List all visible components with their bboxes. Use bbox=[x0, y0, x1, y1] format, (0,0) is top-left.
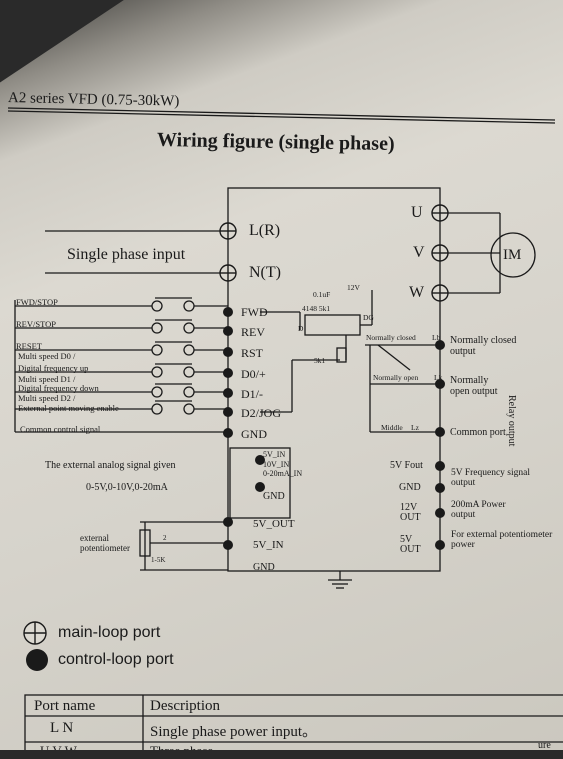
input-label: Single phase input bbox=[67, 246, 186, 263]
power12-desc: 200mA Power output bbox=[451, 500, 506, 520]
signal-label: Multi speed D2 / bbox=[18, 393, 76, 403]
analog-range: 0-5V,0-10V,0-20mA bbox=[86, 482, 168, 493]
motor-label: IM bbox=[503, 247, 522, 263]
terminal-label: REV bbox=[241, 325, 265, 339]
legend-main: main-loop port bbox=[58, 624, 161, 641]
signal-label: RESET bbox=[16, 341, 42, 351]
relay-d-label: D bbox=[298, 324, 304, 333]
relay-nc-label: Normally closed bbox=[366, 333, 416, 342]
signal-label: FWD/STOP bbox=[16, 297, 58, 307]
control-loop-ports bbox=[26, 307, 445, 671]
table-cell: Single phase power input。 bbox=[150, 724, 318, 740]
terminal-label: RST bbox=[241, 346, 264, 360]
freq-desc: 5V Frequency signal output bbox=[451, 468, 530, 488]
relay-mid-label: Middle bbox=[381, 423, 403, 432]
w-port-label: W bbox=[409, 284, 425, 301]
relay-lb-label: Lb bbox=[432, 333, 441, 342]
signal-label: REV/STOP bbox=[16, 319, 56, 329]
power5-desc: For external potentiometer power bbox=[451, 530, 553, 550]
signal-label: Digital frequency up bbox=[18, 363, 89, 373]
relay-dg-label: DG bbox=[363, 313, 374, 322]
page-header-title: A2 series VFD (0.75-30kW) bbox=[7, 90, 180, 110]
relay-r-label: 5k1 bbox=[314, 356, 326, 365]
header-rule bbox=[7, 107, 556, 121]
signal-label: Common control signal bbox=[20, 424, 101, 434]
relay-lk-label: Lk bbox=[434, 373, 443, 382]
power5-term: 5V OUT bbox=[400, 534, 421, 555]
pot-label: external potentiometer bbox=[80, 533, 130, 553]
relay-12v-label: 12V bbox=[347, 283, 360, 292]
signal-label: Multi speed D0 / bbox=[18, 351, 76, 361]
n-port-label: N(T) bbox=[249, 264, 281, 281]
switch-contacts bbox=[151, 297, 195, 415]
port-table-frame bbox=[24, 694, 563, 750]
terminal-label: D0/+ bbox=[241, 367, 266, 381]
motor-circle bbox=[490, 232, 536, 278]
table-header: Port name bbox=[34, 698, 96, 714]
relay-diode-label: 4148 5k1 bbox=[302, 304, 331, 313]
signal-label: Digital frequency down bbox=[18, 383, 99, 393]
terminal-label: FWD bbox=[241, 305, 268, 319]
table-cell: U V W bbox=[40, 743, 77, 758]
analog-in2: 10V_IN bbox=[263, 460, 290, 469]
main-loop-ports bbox=[23, 204, 449, 645]
signal-label: External point moving enable bbox=[18, 403, 119, 413]
freq-term: 5V Fout bbox=[390, 460, 423, 471]
terminal-label: D2/JOG bbox=[241, 406, 282, 420]
pot-pin: 2 bbox=[163, 534, 167, 542]
analog-title: The external analog signal given bbox=[45, 460, 176, 471]
analog-in3: 0-20mA_IN bbox=[263, 469, 303, 478]
terminal-label: D1/- bbox=[241, 387, 263, 401]
table-cell: Three phase... bbox=[150, 743, 223, 758]
figure-title: Wiring figure (single phase) bbox=[156, 128, 395, 156]
table-cell: L N bbox=[50, 720, 74, 736]
v-port-label: V bbox=[413, 244, 425, 261]
analog-in1: 5V_IN bbox=[263, 450, 286, 459]
l-port-label: L(R) bbox=[249, 222, 281, 239]
nc-output-label: Normally closed output bbox=[450, 335, 517, 357]
page-corner-text: ure bbox=[538, 740, 551, 751]
relay-no-label: Normally open bbox=[373, 373, 419, 382]
legend-control: control-loop port bbox=[58, 651, 174, 668]
relay-output-label: Relay output bbox=[506, 395, 517, 447]
u-port-label: U bbox=[411, 204, 423, 221]
no-output-label: Normally open output bbox=[450, 375, 498, 397]
relay-lz-label: Lz bbox=[411, 423, 419, 432]
power12-term: 12V OUT bbox=[400, 502, 421, 523]
pot-gnd: GND bbox=[253, 562, 275, 573]
pot-5v-out: 5V_OUT bbox=[253, 518, 295, 530]
freq-gnd: GND bbox=[399, 482, 421, 493]
analog-gnd: GND bbox=[263, 491, 285, 502]
common-port-label: Common port bbox=[450, 427, 506, 438]
relay-cap-label: 0.1uF bbox=[313, 290, 331, 299]
terminal-label: GND bbox=[241, 427, 267, 441]
pot-5v-in: 5V_IN bbox=[253, 539, 284, 551]
pot-resistance: 1-5K bbox=[151, 556, 166, 564]
table-header: Description bbox=[150, 698, 220, 714]
signal-label: Multi speed D1 / bbox=[18, 374, 76, 384]
